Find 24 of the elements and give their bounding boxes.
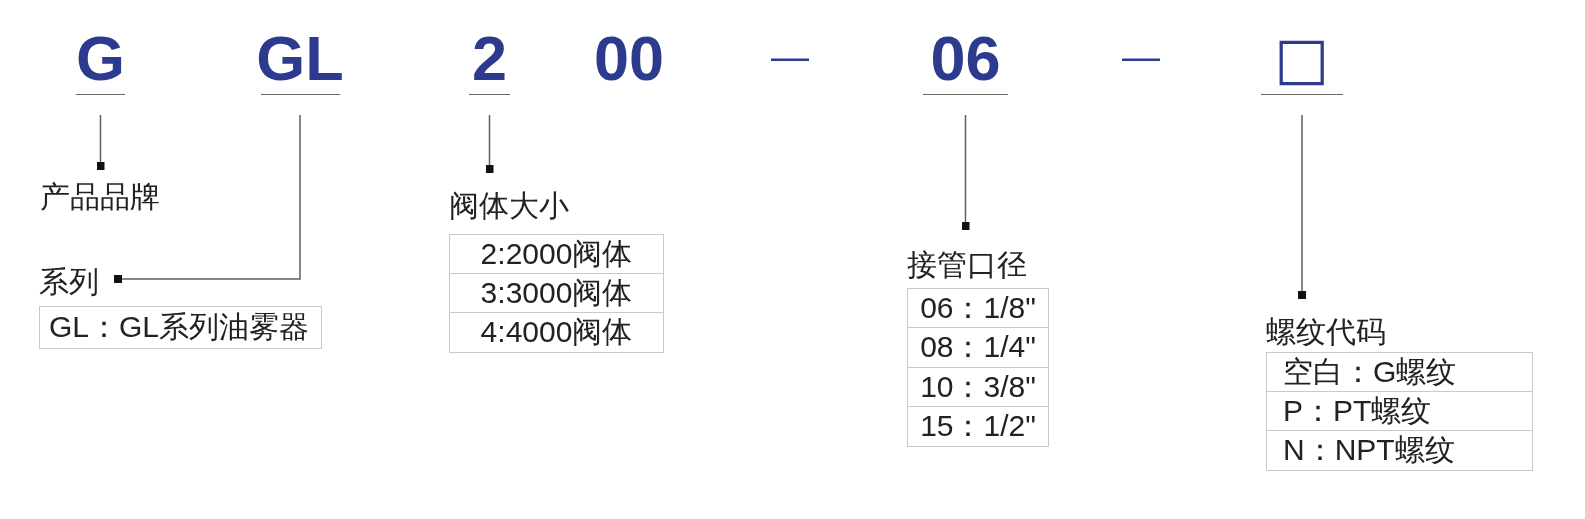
table-cell: 08：1/4" <box>907 327 1049 369</box>
separator-dash: — <box>771 38 809 76</box>
table-cell: 2:2000阀体 <box>449 234 664 275</box>
leader-line <box>1298 114 1306 300</box>
separator-dash: — <box>1122 38 1160 76</box>
table-cell: GL：GL系列油雾器 <box>39 306 322 349</box>
category-label: 产品品牌 <box>40 180 160 214</box>
model-code: 00 <box>592 27 666 90</box>
category-label: 系列 <box>39 265 99 299</box>
category-label: 阀体大小 <box>449 189 569 223</box>
table-cell: 空白：G螺纹 <box>1266 352 1533 393</box>
leader-line <box>96 114 105 171</box>
category-label: 接管口径 <box>907 248 1027 282</box>
table-cell: 15：1/2" <box>907 405 1049 447</box>
table-cell: 3:3000阀体 <box>449 273 664 314</box>
table-cell: 4:4000阀体 <box>449 312 664 353</box>
table-cell: P：PT螺纹 <box>1266 391 1533 432</box>
table-cell: 10：3/8" <box>907 366 1049 408</box>
category-label: 螺纹代码 <box>1266 315 1386 349</box>
table-cell: N：NPT螺纹 <box>1266 430 1533 471</box>
table-cell: 06：1/8" <box>907 288 1049 329</box>
leader-line <box>113 114 301 283</box>
leader-line <box>485 114 494 174</box>
leader-line <box>961 114 970 231</box>
